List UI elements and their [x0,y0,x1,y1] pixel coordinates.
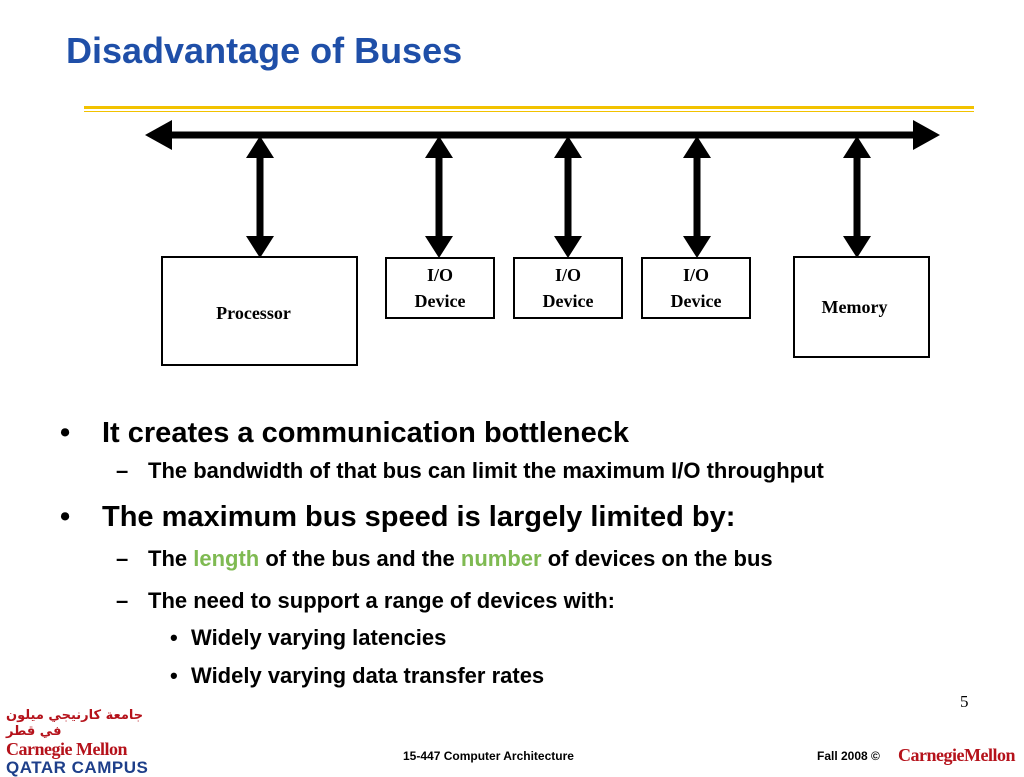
dash-mark: – [116,588,129,613]
processor-box: Processor [161,256,358,366]
bullet-item: • The maximum bus speed is largely limit… [60,499,1000,535]
connector-io3 [683,136,711,258]
logo-arabic-text: جامعة كارنيجي ميلون في قطر [6,708,144,739]
sub-bullet-item: – The need to support a range of devices… [60,585,1000,617]
sub-sub-bullet-text: Widely varying data transfer rates [191,663,545,688]
bullet-mark: • [60,501,71,533]
sub-bullet-item: – The length of the bus and the number o… [60,543,1000,575]
sub-bullet-item: – The bandwidth of that bus can limit th… [60,455,1000,487]
sub-bullet-text-part2: of the bus and the [259,546,461,571]
connector-memory [843,136,871,258]
sub-bullet-text: The need to support a range of devices w… [148,588,615,613]
io-device-label-1-line1: I/O [426,265,453,285]
logo-carnegie-mellon: Carnegie Mellon [6,739,127,759]
bus-right-arrowhead [913,120,940,150]
highlight-length: length [193,546,260,571]
footer-term: Fall 2008 © [817,749,880,763]
bullet-mark: • [60,417,71,449]
sub-sub-bullet-text: Widely varying latencies [191,625,447,650]
page-number: 5 [960,692,969,711]
io-device-label-3-line2: Device [670,291,722,311]
bullet-mark: • [170,663,178,688]
bullet-text: The maximum bus speed is largely limited… [102,501,736,533]
bus-left-arrowhead [145,120,172,150]
cmu-qatar-logo: جامعة كارنيجي ميلون في قطر Carnegie Mell… [6,708,151,777]
highlight-number: number [460,546,542,571]
io-device-label-1-line2: Device [414,291,466,311]
sub-bullet-text-part1: The [148,546,194,571]
sub-sub-bullet-item: • Widely varying data transfer rates [60,659,1000,693]
io-device-label-3-line1: I/O [682,265,709,285]
processor-label: Processor [216,303,291,323]
dash-mark: – [116,458,129,483]
sub-bullet-text: The bandwidth of that bus can limit the … [148,458,824,483]
slide-title: Disadvantage of Buses [66,30,463,71]
title-underline-thin [84,111,974,112]
footer-brand-logo: CarnegieMellon [898,745,1015,765]
io-device-label-2-line2: Device [542,291,594,311]
io-device-box-2: I/O Device [513,257,623,319]
connector-processor [246,136,274,258]
title-underline [84,106,974,109]
bullet-item: • It creates a communication bottleneck [60,415,1000,451]
dash-mark: – [116,546,129,571]
memory-label: Memory [821,297,888,317]
bullet-list: • It creates a communication bottleneck … [60,405,1000,693]
bullet-mark: • [170,625,178,650]
memory-box: Memory [793,256,930,358]
sub-sub-bullet-item: • Widely varying latencies [60,621,1000,655]
connector-io1 [425,136,453,258]
connector-io2 [554,136,582,258]
io-device-label-2-line1: I/O [554,265,581,285]
footer-course: 15-447 Computer Architecture [403,749,574,763]
bullet-text: It creates a communication bottleneck [102,417,629,449]
logo-qatar-campus: QATAR CAMPUS [6,758,149,777]
io-device-box-1: I/O Device [385,257,495,319]
io-device-box-3: I/O Device [641,257,751,319]
sub-bullet-text-part3: of devices on the bus [541,546,773,571]
